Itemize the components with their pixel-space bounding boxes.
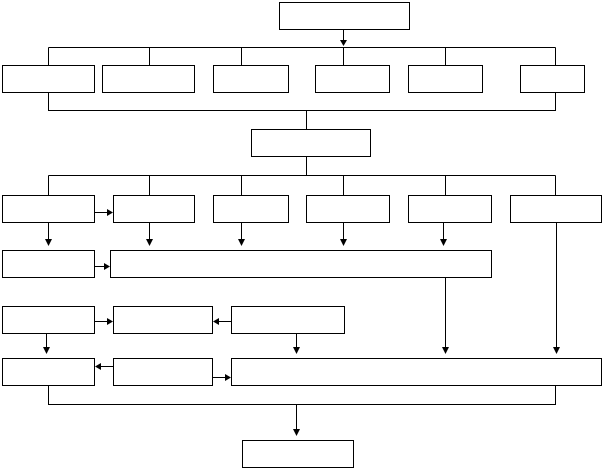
node-r4-a [2, 306, 95, 334]
node-r2-f [510, 195, 602, 223]
arrowhead [45, 239, 52, 246]
arrows-row2-down [45, 222, 447, 246]
arrowhead [293, 347, 300, 354]
arrow-r4a-to-r4b [94, 318, 113, 325]
node-bottom [242, 440, 354, 468]
node-r1-d [315, 65, 390, 93]
arrow-r3left-to-r3wide [94, 263, 110, 270]
arrowhead [238, 239, 245, 246]
node-r5-b [113, 358, 213, 386]
arrow-r2f-to-r5wide [553, 222, 560, 354]
arrow-r5b-to-r5wide [212, 374, 231, 381]
arrowhead [440, 239, 447, 246]
arrowhead [213, 318, 219, 325]
node-r3-wide [110, 250, 492, 278]
connector-top-branch [48, 29, 556, 66]
arrowhead [442, 347, 449, 354]
node-r1-f [520, 65, 585, 93]
node-r4-c [231, 306, 345, 334]
node-r2-c [213, 195, 289, 223]
arrowhead [104, 263, 110, 270]
node-r1-c [213, 65, 289, 93]
arrowhead [107, 318, 113, 325]
connector-row1-merge [48, 92, 556, 130]
connector-row5-merge [48, 385, 556, 436]
arrow-r2a-to-r2b [94, 209, 113, 216]
node-r1-e [408, 65, 483, 93]
arrowhead [107, 209, 113, 216]
arrowhead [293, 429, 300, 436]
node-r2-b [113, 195, 195, 223]
arrowhead [553, 347, 560, 354]
arrowhead [95, 363, 101, 370]
node-r5-a [2, 358, 95, 386]
arrowhead [43, 347, 50, 354]
arrowhead [146, 239, 153, 246]
node-mid [251, 129, 371, 157]
node-r5-wide [231, 358, 602, 386]
connector-mid-branch [48, 156, 556, 196]
arrow-r4c-to-r4b [213, 318, 232, 325]
arrowhead [340, 40, 347, 46]
node-top [279, 2, 410, 30]
arrowhead [225, 374, 231, 381]
arrowhead [340, 239, 347, 246]
node-r2-e [408, 195, 492, 223]
node-r1-b [102, 65, 195, 93]
arrow-r5b-to-r5a [95, 363, 114, 370]
node-r2-d [306, 195, 390, 223]
node-r4-b [113, 306, 213, 334]
arrow-r4c-to-r5wide [293, 333, 300, 354]
node-r3-left [2, 250, 95, 278]
node-r2-a [2, 195, 95, 223]
arrow-r4a-to-r5a [43, 333, 50, 354]
arrow-r3wide-to-r5wide [442, 277, 449, 354]
node-r1-a [2, 65, 95, 93]
